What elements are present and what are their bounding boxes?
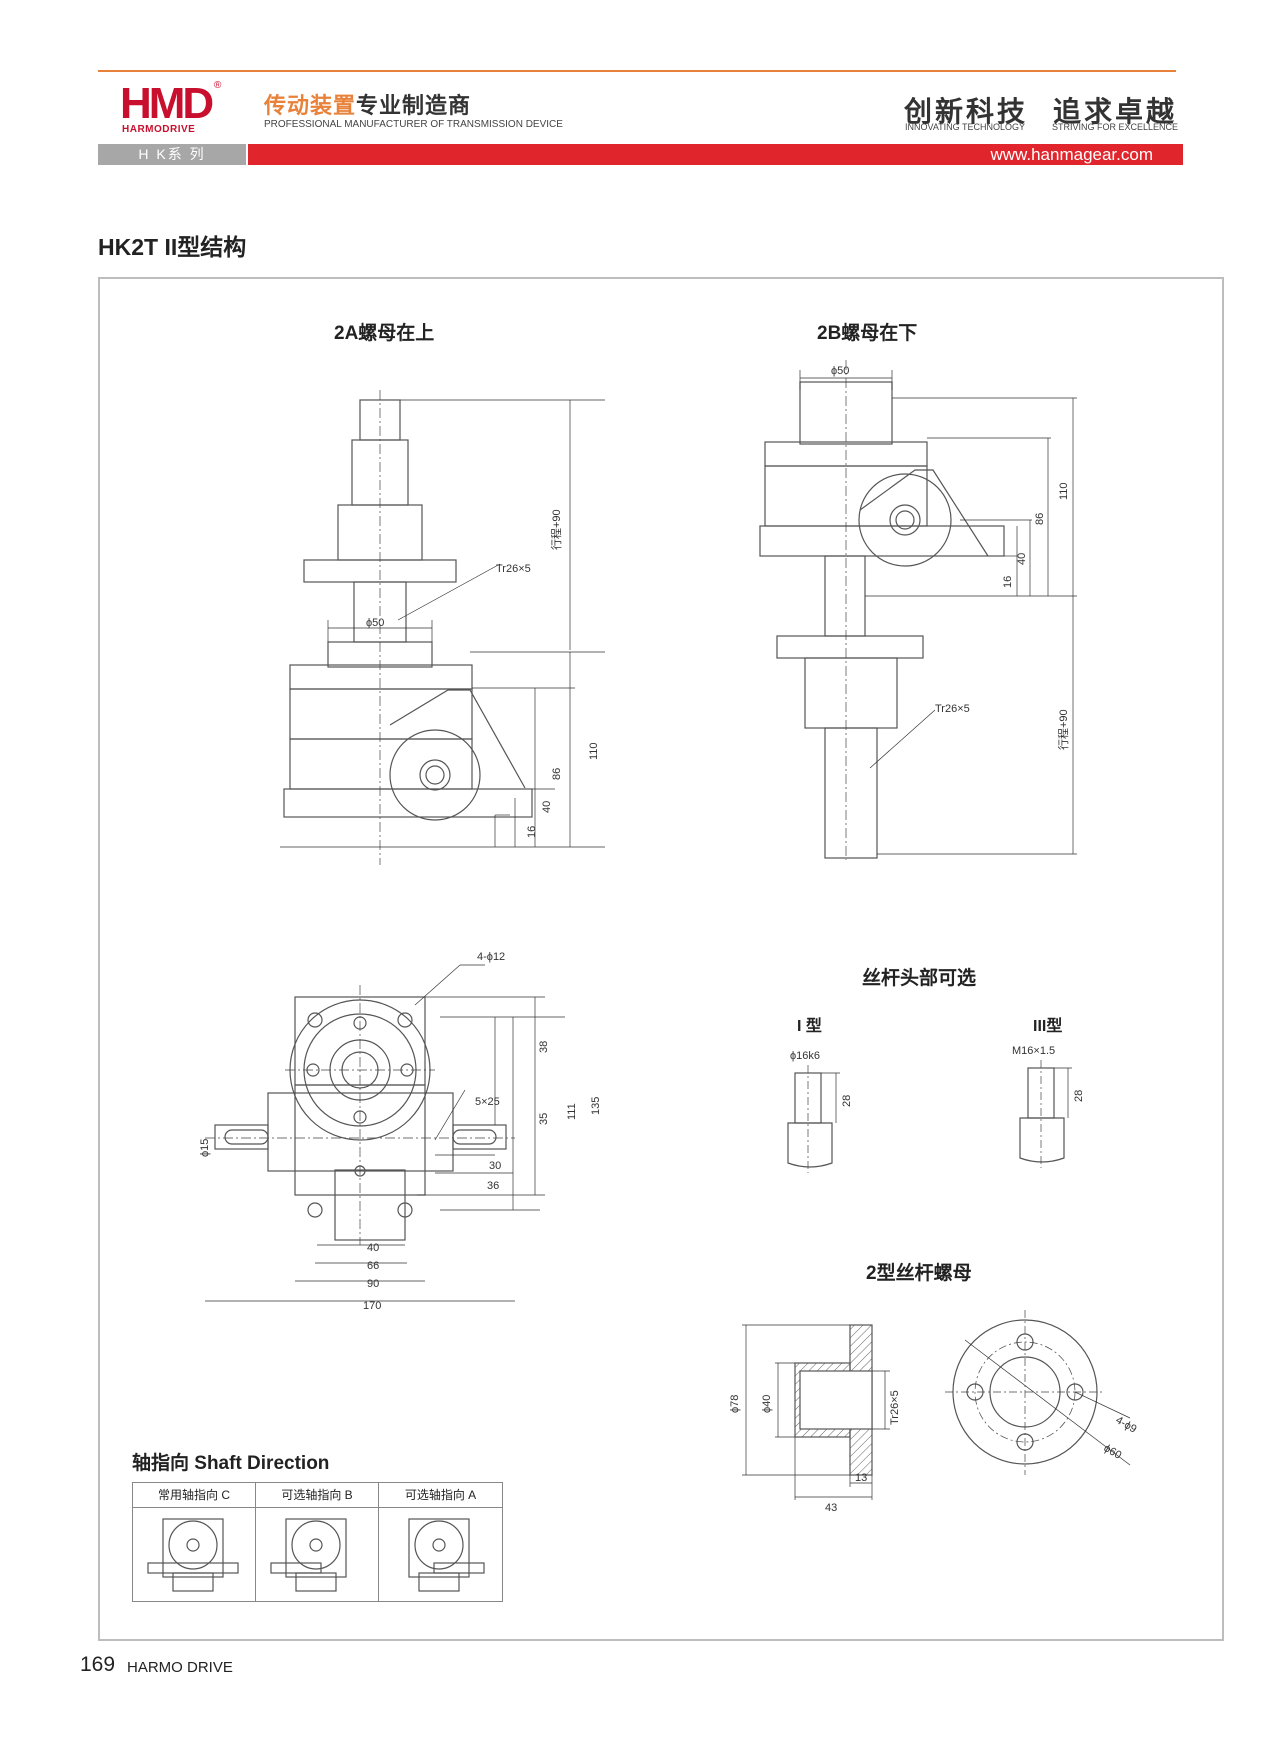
shaft-dir-b-label: 可选轴指向 B — [256, 1483, 378, 1508]
header-rule — [98, 70, 1176, 72]
shaft-direction-table: 常用轴指向 C 可选轴指向 B 可选轴指向 A — [132, 1482, 503, 1602]
title-type-3: III型 — [1033, 1018, 1063, 1035]
dim-2b-40: 40 — [1016, 553, 1028, 565]
dim-2a-40: 40 — [541, 801, 553, 813]
drawing-frame — [98, 277, 1224, 1641]
dim-nut-phi60: ϕ60 — [1102, 1442, 1124, 1462]
page-number: 169 — [80, 1653, 116, 1676]
shaft-dir-a: 可选轴指向 A — [379, 1483, 502, 1601]
gearbox-icon — [147, 1518, 239, 1592]
dim-top-key: 5×25 — [475, 1096, 500, 1108]
dim-2a-phi50: ϕ50 — [366, 617, 384, 629]
dim-top-111: 111 — [566, 1103, 578, 1120]
dim-nut-tr: Tr26×5 — [889, 1390, 901, 1425]
dim-2b-phi50: ϕ50 — [831, 365, 849, 377]
dim-top-holes: 4-ϕ12 — [477, 951, 505, 963]
title-2b: 2B螺母在下 — [817, 323, 918, 344]
dim-2b-110: 110 — [1058, 482, 1070, 500]
dim-2b-86: 86 — [1034, 513, 1046, 525]
slogan-excellence: 追求卓越 — [1053, 95, 1178, 128]
dim-top-38: 38 — [538, 1041, 550, 1053]
svg-text:HMD: HMD — [120, 82, 212, 124]
tagline-en: PROFESSIONAL MANUFACTURER OF TRANSMISSIO… — [264, 119, 563, 130]
dim-2a-tr: Tr26×5 — [496, 563, 531, 575]
title-shaft-direction: 轴指向 Shaft Direction — [132, 1453, 330, 1474]
hmd-logo: HMD — [120, 82, 215, 124]
dim-nut-43: 43 — [825, 1502, 837, 1514]
dim-top-40: 40 — [367, 1242, 379, 1254]
dim-type1-phi: ϕ16k6 — [790, 1050, 820, 1062]
gearbox-icon — [408, 1518, 485, 1592]
shaft-dir-a-label: 可选轴指向 A — [379, 1483, 502, 1508]
gearbox-icon — [270, 1518, 347, 1592]
tagline: 传动装置专业制造商 — [264, 93, 472, 118]
title-2a: 2A螺母在上 — [334, 323, 435, 344]
slogan-innovation: 创新科技 — [904, 95, 1029, 128]
website-link[interactable]: www.hanmagear.com — [248, 144, 1183, 165]
dim-2a-16: 16 — [526, 826, 538, 838]
series-label: H K系 列 — [98, 144, 246, 165]
drawing-top-view: 4-ϕ12 5×25 ϕ15 38 35 111 135 30 36 40 66… — [199, 951, 602, 1312]
dim-top-135: 135 — [590, 1097, 602, 1115]
page-title: HK2T II型结构 — [98, 234, 247, 260]
dim-nut-phi40: ϕ40 — [761, 1395, 773, 1413]
dim-2b-stroke: 行程+90 — [1057, 709, 1070, 750]
logo-subtext: HARMODRIVE — [122, 124, 196, 135]
dim-2a-86: 86 — [551, 768, 563, 780]
dim-top-35: 35 — [538, 1113, 550, 1125]
dim-2a-stroke: 行程+90 — [550, 509, 563, 550]
footer-brand: HARMO DRIVE — [127, 1659, 233, 1676]
drawing-type-1: ϕ16k6 28 — [787, 1050, 853, 1173]
title-nut-2: 2型丝杆螺母 — [866, 1263, 972, 1284]
drawing-2b: ϕ50 Tr26×5 110 86 40 16 行程+90 — [759, 360, 1077, 860]
dim-type1-len: 28 — [841, 1095, 853, 1107]
dim-2b-16: 16 — [1002, 576, 1014, 588]
drawing-nut-side: ϕ78 ϕ40 Tr26×5 13 43 — [729, 1324, 901, 1514]
shaft-dir-c: 常用轴指向 C — [133, 1483, 256, 1601]
dim-2b-tr: Tr26×5 — [935, 703, 970, 715]
dim-top-90: 90 — [367, 1278, 379, 1290]
dim-type3-len: 28 — [1073, 1090, 1085, 1102]
dim-top-66: 66 — [367, 1260, 379, 1272]
registered-mark: ® — [214, 80, 222, 91]
slogan-excellence-en: STRIVING FOR EXCELLENCE — [1052, 122, 1179, 132]
dim-top-30: 30 — [489, 1160, 501, 1172]
dim-top-170: 170 — [363, 1300, 381, 1312]
dim-nut-phi78: ϕ78 — [729, 1395, 741, 1413]
dim-top-phi15: ϕ15 — [199, 1139, 211, 1157]
shaft-dir-b: 可选轴指向 B — [256, 1483, 379, 1601]
shaft-dir-c-label: 常用轴指向 C — [133, 1483, 255, 1508]
drawing-type-3: M16×1.5 28 — [1012, 1045, 1085, 1168]
title-screw-head: 丝杆头部可选 — [862, 968, 977, 989]
dim-2a-110: 110 — [588, 742, 600, 760]
dim-top-36: 36 — [487, 1180, 499, 1192]
dim-type3-thread: M16×1.5 — [1012, 1045, 1055, 1057]
title-type-1: I 型 — [797, 1018, 822, 1035]
drawing-nut-front: 4-ϕ9 ϕ60 — [945, 1310, 1139, 1475]
slogan-innovation-en: INNOVATING TECHNOLOGY — [905, 122, 1026, 132]
dim-nut-13: 13 — [855, 1472, 867, 1484]
drawing-2a: Tr26×5 ϕ50 行程+90 110 86 40 16 — [280, 390, 605, 865]
dim-nut-holes: 4-ϕ9 — [1114, 1414, 1139, 1435]
